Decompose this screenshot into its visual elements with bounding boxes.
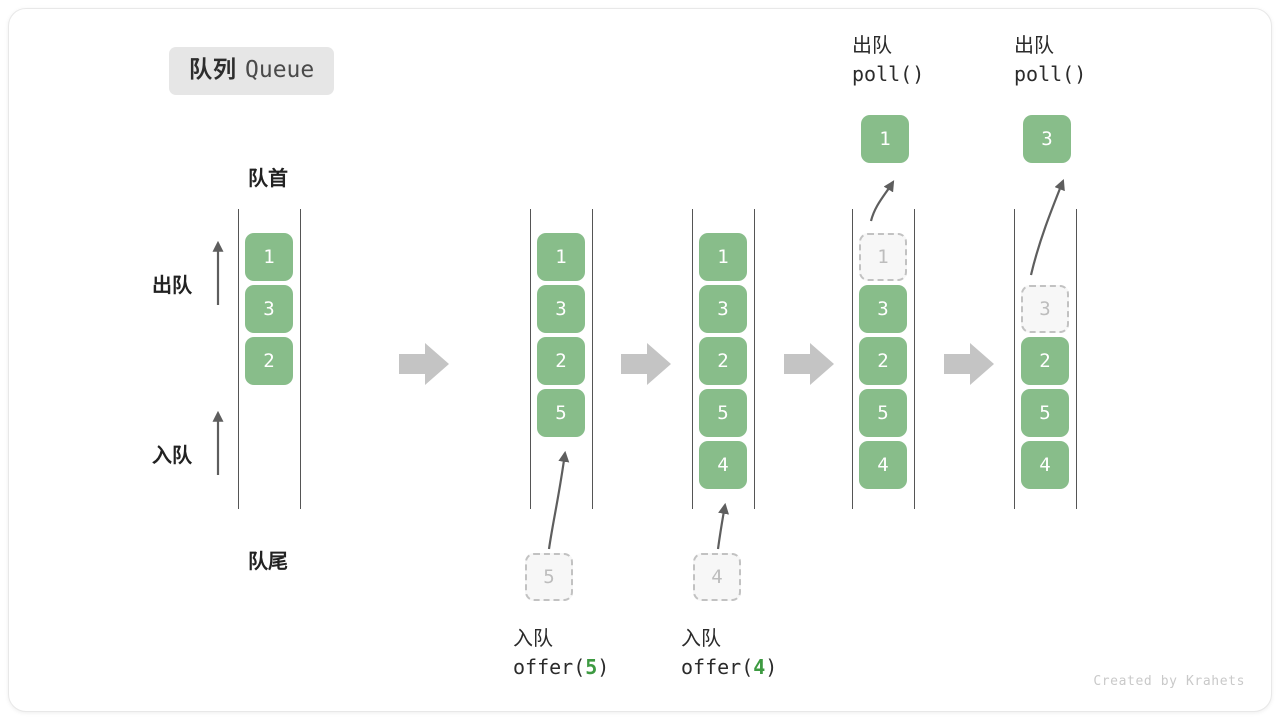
queue-element: 1 — [537, 233, 585, 281]
caption-chinese: 出队 — [852, 35, 892, 57]
remove-arrow-1 — [869, 180, 895, 222]
watermark-credit: Created by Krahets — [1093, 674, 1245, 689]
arrow-overlay — [212, 178, 1065, 550]
transition-arrow — [784, 343, 834, 385]
caption-close: ) — [765, 655, 778, 680]
label-enqueue-direction: 入队 — [152, 445, 192, 467]
insert-arrow-5 — [547, 450, 570, 550]
queue-element: 5 — [1021, 389, 1069, 437]
title-chinese: 队列 — [189, 56, 237, 82]
diagram-title-badge: 队列 Queue — [169, 47, 335, 95]
remove-arrow-3 — [1029, 178, 1065, 276]
queue-element: 2 — [245, 337, 293, 385]
caption-close: ) — [597, 655, 610, 680]
caption-chinese: 入队 — [681, 628, 721, 650]
queue-element: 1 — [245, 233, 293, 281]
incoming-element-ghost: 4 — [693, 553, 741, 601]
caption-code: offer(4) — [681, 653, 777, 681]
queue-element: 3 — [537, 285, 585, 333]
queue-element: 2 — [537, 337, 585, 385]
caption-poll-3: 出队 poll() — [1014, 32, 1086, 89]
label-dequeue-direction: 出队 — [152, 275, 192, 297]
queue-element: 3 — [699, 285, 747, 333]
queue-element-ghost: 3 — [1021, 285, 1069, 333]
caption-code: poll() — [1014, 62, 1087, 87]
caption-fn: offer( — [681, 655, 754, 680]
rail-left — [238, 209, 239, 509]
queue-element: 5 — [537, 389, 585, 437]
queue-element-ghost: 1 — [859, 233, 907, 281]
queue-element: 4 — [859, 441, 907, 489]
outgoing-element: 3 — [1023, 115, 1071, 163]
caption-chinese: 出队 — [1014, 35, 1054, 57]
queue-element: 5 — [699, 389, 747, 437]
caption-code: offer(5) — [513, 653, 609, 681]
queue-element: 1 — [699, 233, 747, 281]
title-english: Queue — [245, 57, 315, 83]
transition-arrow — [944, 343, 994, 385]
caption-offer-5: 入队 offer(5) — [513, 625, 609, 682]
rail-left — [852, 209, 853, 509]
transition-arrow — [621, 343, 671, 385]
caption-arg: 5 — [585, 655, 598, 680]
queue-element: 4 — [699, 441, 747, 489]
incoming-element-ghost: 5 — [525, 553, 573, 601]
queue-element: 5 — [859, 389, 907, 437]
transition-arrow — [399, 343, 449, 385]
insert-arrow-4 — [716, 502, 729, 550]
rail-right — [300, 209, 301, 509]
diagram-canvas: 队列 Queue 队首 队尾 出队 入队 1 3 2 1 3 2 5 5 入队 o… — [8, 8, 1272, 712]
caption-fn: offer( — [513, 655, 586, 680]
caption-arg: 4 — [753, 655, 766, 680]
label-queue-rear: 队尾 — [248, 551, 288, 573]
rail-right — [1076, 209, 1077, 509]
outgoing-element: 1 — [861, 115, 909, 163]
queue-element: 4 — [1021, 441, 1069, 489]
rail-right — [592, 209, 593, 509]
rail-right — [914, 209, 915, 509]
label-queue-front: 队首 — [248, 168, 288, 190]
rail-right — [754, 209, 755, 509]
caption-code: poll() — [852, 62, 925, 87]
rail-left — [692, 209, 693, 509]
queue-element: 2 — [1021, 337, 1069, 385]
rail-left — [530, 209, 531, 509]
caption-offer-4: 入队 offer(4) — [681, 625, 777, 682]
queue-element: 2 — [859, 337, 907, 385]
queue-element: 2 — [699, 337, 747, 385]
queue-element: 3 — [859, 285, 907, 333]
queue-element: 3 — [245, 285, 293, 333]
caption-chinese: 入队 — [513, 628, 553, 650]
rail-left — [1014, 209, 1015, 509]
caption-poll-1: 出队 poll() — [852, 32, 924, 89]
